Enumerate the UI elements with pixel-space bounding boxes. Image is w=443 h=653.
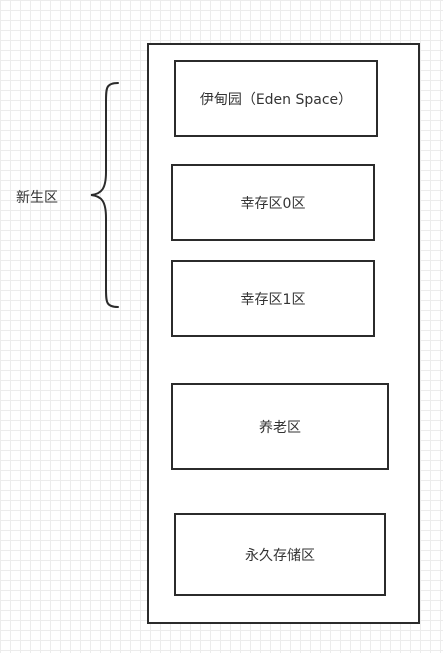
curly-brace-icon: [90, 82, 119, 308]
survivor0-box: 幸存区0区: [171, 164, 375, 241]
old-generation-label: 养老区: [259, 419, 301, 436]
survivor1-label: 幸存区1区: [240, 291, 306, 308]
eden-space-label: 伊甸园（Eden Space）: [199, 91, 353, 108]
young-generation-label: 新生区: [16, 190, 58, 206]
old-generation-box: 养老区: [171, 383, 389, 470]
permanent-generation-label: 永久存储区: [245, 547, 315, 564]
survivor0-label: 幸存区0区: [240, 195, 306, 212]
eden-space-box: 伊甸园（Eden Space）: [174, 60, 378, 137]
survivor1-box: 幸存区1区: [171, 260, 375, 337]
permanent-generation-box: 永久存储区: [174, 513, 386, 596]
